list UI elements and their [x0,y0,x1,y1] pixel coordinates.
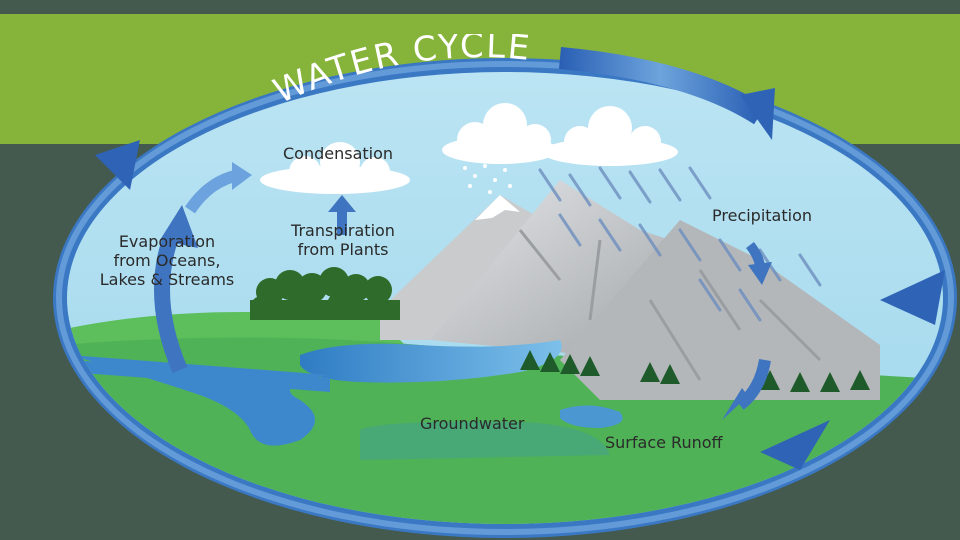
label-transpiration-line1: Transpiration [283,221,403,240]
label-surface-runoff: Surface Runoff [605,433,723,452]
label-evaporation-line2: from Oceans, [98,251,236,270]
label-groundwater: Groundwater [420,414,524,433]
title-arc: WATER CYCLE [270,34,610,114]
label-evaporation: Evaporation from Oceans, Lakes & Streams [98,232,236,289]
label-precipitation: Precipitation [712,206,812,225]
label-transpiration-line2: from Plants [283,240,403,259]
svg-text:WATER CYCLE: WATER CYCLE [270,34,533,112]
diagram-title: WATER CYCLE [270,34,533,112]
label-evaporation-line3: Lakes & Streams [98,270,236,289]
label-transpiration: Transpiration from Plants [283,221,403,259]
label-evaporation-line1: Evaporation [98,232,236,251]
label-condensation: Condensation [283,144,393,163]
